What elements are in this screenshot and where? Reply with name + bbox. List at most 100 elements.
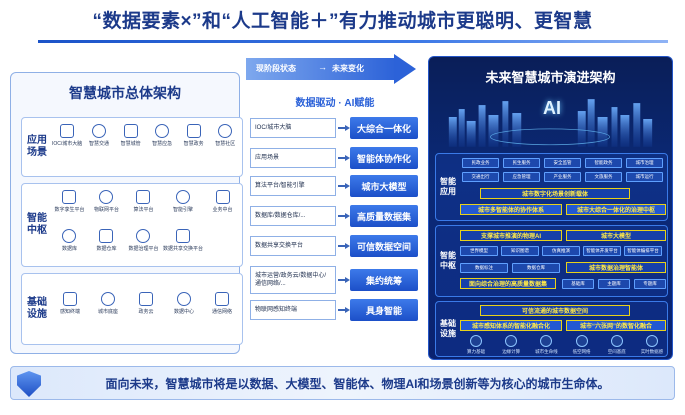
infra-item: 城市生命线 xyxy=(532,335,560,355)
arch-item-label: 物联网平台 xyxy=(93,207,119,213)
arch-item: IOC/城市大脑 xyxy=(52,122,82,174)
mapping-source: 应用场景 xyxy=(250,148,336,168)
layer-label: 基础设施 xyxy=(27,297,47,320)
module-icon xyxy=(186,124,201,138)
banner-body xyxy=(246,58,396,80)
arch-item-label: 业务中台 xyxy=(212,207,233,213)
arch-item: 智慧社区 xyxy=(210,122,240,174)
right-arrow-icon xyxy=(338,183,350,189)
infra-item-label: 城市生命线 xyxy=(535,349,558,354)
section-label: 智能应用 xyxy=(440,177,456,196)
app-chip: 民政业务 xyxy=(462,158,499,168)
banner-to: 未来变化 xyxy=(332,64,364,73)
app-bar-governance: 城市大综合一体化的治理中枢 xyxy=(566,204,666,215)
hub-bar-physical-ai: 支撑城市推演的物理AI xyxy=(460,230,562,241)
arch-item-label: 算法平台 xyxy=(133,207,154,213)
app-bar-scene: 城市数字化场景创新载体 xyxy=(480,188,630,199)
infra-icon xyxy=(645,335,658,347)
infra-item: 实时数据感 xyxy=(638,335,666,355)
arch-item: 数据中心 xyxy=(166,290,202,342)
ai-badge: AI xyxy=(543,98,561,118)
section-intelligent-hub: 智能中枢 支撑城市推演的物理AI 城市大模型 世界模型知识图谱仿真推演智能体开发… xyxy=(435,225,668,297)
bottom-summary-text: 面向未来，智慧城市将是以数据、大模型、智能体、物理AI和场景创新等为核心的城市生… xyxy=(105,377,610,391)
infra-item: 低空网络 xyxy=(568,335,596,355)
infra-item: 算力基础 xyxy=(462,335,490,355)
app-bar-multiagent: 城市多智能体的协作体系 xyxy=(460,204,562,215)
module-icon xyxy=(99,229,114,243)
arch-item-label: 数据共享交换平台 xyxy=(162,246,203,252)
infra-icon xyxy=(505,335,518,347)
arch-item-label: 智慧城管 xyxy=(120,141,141,147)
arch-item: 智慧城管 xyxy=(116,122,146,174)
arch-item-label: 智慧交通 xyxy=(89,141,110,147)
layer-hub: 智能中枢 数字孪生平台物联网平台算法平台智能引擎业务中台数据库数据仓库数据治理平… xyxy=(21,183,243,267)
app-chip: 交通出行 xyxy=(462,172,499,182)
arch-item-label: 智慧社区 xyxy=(215,141,236,147)
module-icon xyxy=(155,124,170,138)
arch-item-label: 数字孪生平台 xyxy=(54,207,85,213)
arch-item-label: 数据治理平台 xyxy=(128,246,159,252)
module-icon xyxy=(136,190,151,204)
section-infrastructure: 基础设施 可信流通的城市数据空间 城市感知体系的智能化融合化 城市“六张网”的数… xyxy=(435,301,668,357)
app-icon-grid: IOC/城市大脑智慧交通智慧城管智慧应急智慧政务智慧社区 xyxy=(52,122,240,174)
module-icon xyxy=(63,292,77,306)
mapping-target: 高质量数据集 xyxy=(350,205,418,227)
app-chip: 智能政务 xyxy=(585,158,622,168)
app-chip: 产业服务 xyxy=(544,172,581,182)
hub-chip: 智能体编排平台 xyxy=(624,246,662,256)
mapping-source: 数据共享交换平台 xyxy=(250,236,336,256)
app-chip: 安全监管 xyxy=(544,158,581,168)
section-label: 智能中枢 xyxy=(440,251,456,270)
arch-item: 智慧政务 xyxy=(179,122,209,174)
arch-item-label: 智能引擎 xyxy=(172,207,193,213)
module-icon xyxy=(175,190,190,204)
arch-item: 数字孪生平台 xyxy=(52,188,87,225)
app-chip: 城市运行 xyxy=(626,172,663,182)
arch-item: 数据库 xyxy=(52,227,87,264)
app-chip: 文旅服务 xyxy=(585,172,622,182)
mapping-target: 可信数据空间 xyxy=(350,235,418,257)
mapping-source: 物联网感知终端 xyxy=(250,300,336,320)
hub-chip: 仿真推演 xyxy=(542,246,580,256)
module-icon xyxy=(60,124,75,138)
arch-item-label: IOC/城市大脑 xyxy=(52,141,83,147)
mapping-target: 具身智能 xyxy=(350,299,418,321)
module-icon xyxy=(136,229,151,243)
infra-icon xyxy=(540,335,553,347)
arch-item-label: 政务云 xyxy=(138,309,154,315)
bottom-summary-banner: 面向未来，智慧城市将是以数据、大模型、智能体、物理AI和场景创新等为核心的城市生… xyxy=(10,366,675,400)
mapping-target: 大综合一体化 xyxy=(350,117,418,139)
base-bar-six-networks: 城市“六张网”的数智化融合 xyxy=(566,320,666,331)
arch-item: 物联网平台 xyxy=(89,188,124,225)
right-arrow-icon xyxy=(338,243,350,249)
infra-item: 空间基底 xyxy=(603,335,631,355)
layer-application: 应用场景 IOC/城市大脑智慧交通智慧城管智慧应急智慧政务智慧社区 xyxy=(21,117,243,177)
shield-icon xyxy=(17,371,41,397)
arch-item: 业务中台 xyxy=(205,188,240,225)
city-skyline-graphic xyxy=(448,99,653,147)
arch-item: 数据仓库 xyxy=(89,227,124,264)
module-icon xyxy=(101,292,115,306)
base-bar-perception: 城市感知体系的智能化融合化 xyxy=(460,320,562,331)
infra-icon-grid: 感知终端城市底座政务云数据中心通信网络 xyxy=(52,290,240,342)
mapping-source: 算法平台/智能引擎 xyxy=(250,176,336,196)
right-arrow-icon xyxy=(338,155,350,161)
hub-chip: 数据标注 xyxy=(460,263,508,273)
right-arrow-icon xyxy=(338,125,350,131)
module-icon xyxy=(62,229,77,243)
arch-item-label: 数据仓库 xyxy=(96,246,117,252)
arch-item: 算法平台 xyxy=(126,188,161,225)
arch-item: 数据治理平台 xyxy=(126,227,161,264)
page-title: “数据要素×”和“人工智能＋”有力推动城市更聪明、更智慧 xyxy=(92,11,593,32)
module-icon xyxy=(215,190,230,204)
module-icon xyxy=(175,229,190,243)
title-underline xyxy=(38,40,668,43)
arch-item: 感知终端 xyxy=(52,290,88,342)
layer-infra: 基础设施 感知终端城市底座政务云数据中心通信网络 xyxy=(21,273,243,345)
arch-item-label: 数据库 xyxy=(61,246,77,252)
future-architecture-panel: 未来智慧城市演进架构 AI 智能应用 民政业务民生服务安全监管智能政务城市治理交… xyxy=(428,56,673,360)
arch-item: 数据共享交换平台 xyxy=(163,227,203,264)
module-icon xyxy=(62,190,77,204)
module-icon xyxy=(177,292,191,306)
hub-chip: 知识图谱 xyxy=(501,246,539,256)
